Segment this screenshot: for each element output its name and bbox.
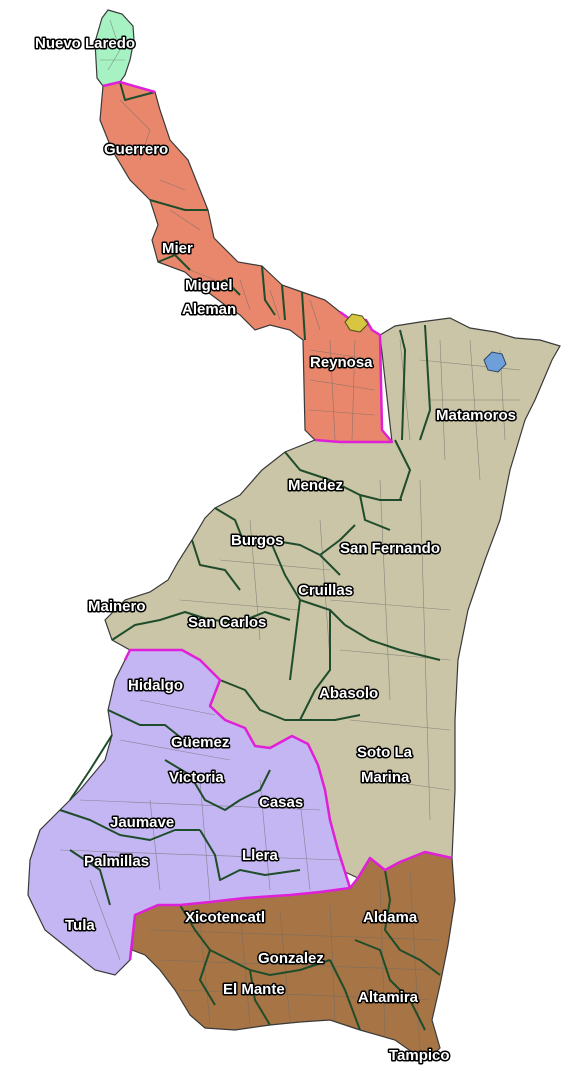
label-san-carlos[interactable]: San Carlos [187,613,268,633]
label-victoria[interactable]: Victoria [168,768,226,788]
label-mendez[interactable]: Mendez [287,476,345,496]
label-abasolo[interactable]: Abasolo [318,684,380,704]
label-burgos[interactable]: Burgos [230,531,286,551]
label-mainero[interactable]: Mainero [87,597,148,617]
label-guemez[interactable]: Güemez [170,733,231,753]
label-matamoros[interactable]: Matamoros [435,406,518,426]
matamoros-urban-area [483,351,507,373]
label-palmillas[interactable]: Palmillas [83,852,151,872]
label-guerrero[interactable]: Guerrero [103,140,170,160]
region-nuevo-laredo[interactable] [94,9,135,87]
label-el-mante[interactable]: El Mante [222,980,287,1000]
label-soto-la[interactable]: Soto La [356,743,415,763]
label-tula[interactable]: Tula [64,916,97,936]
label-aldama[interactable]: Aldama [362,908,420,928]
reynosa-urban-area [344,313,369,333]
subdivision-lines [59,19,521,1051]
label-altamira[interactable]: Altamira [357,988,421,1008]
label-nuevo-laredo[interactable]: Nuevo Laredo [34,34,137,54]
label-cruillas[interactable]: Cruillas [297,581,355,601]
label-miguel[interactable]: Miguel [184,276,235,296]
label-reynosa[interactable]: Reynosa [309,353,375,373]
label-tampico[interactable]: Tampico [388,1046,452,1066]
label-llera[interactable]: Llera [241,846,281,866]
region-northern-border[interactable] [99,81,394,443]
label-aleman[interactable]: Aleman [181,300,238,320]
label-mier[interactable]: Mier [161,239,195,259]
label-jaumave[interactable]: Jaumave [109,813,176,833]
label-xicotencatl[interactable]: Xicotencatl [184,908,267,928]
label-san-fernando[interactable]: San Fernando [339,539,442,559]
municipality-labels: Nuevo Laredo Guerrero Mier Miguel Aleman… [34,34,518,1066]
label-gonzalez[interactable]: Gonzalez [257,949,326,969]
label-hidalgo[interactable]: Hidalgo [127,676,185,696]
label-casas[interactable]: Casas [258,793,305,813]
label-marina[interactable]: Marina [360,768,412,788]
municipal-borders [59,81,441,1031]
